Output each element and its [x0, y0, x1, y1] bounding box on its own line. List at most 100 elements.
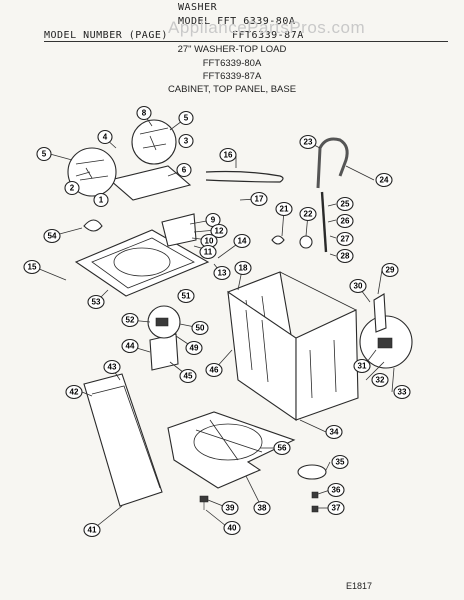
- cabinet-back-ribs: [309, 339, 337, 399]
- callout-bubble: [210, 223, 228, 239]
- callout-27: 27: [341, 235, 350, 244]
- callout-28: 28: [341, 252, 350, 261]
- drain-hose: [316, 137, 349, 189]
- lid: [108, 165, 192, 201]
- callout-18: 18: [239, 264, 248, 273]
- callout-bubble: [136, 105, 152, 121]
- callout-51: 51: [182, 292, 191, 301]
- callout-bubble: [299, 206, 317, 222]
- callout-bubble: [64, 180, 80, 196]
- hinge-detail-parts-right: [139, 127, 169, 151]
- front-panel-edge: [91, 385, 161, 489]
- control-bracket: [373, 293, 387, 333]
- top-panel: [74, 229, 210, 297]
- header-line-3-right: FFT6339-87A: [232, 30, 304, 41]
- callout-bubble: [176, 162, 192, 178]
- callout-23: 23: [304, 138, 313, 147]
- callout-2: 2: [70, 184, 75, 193]
- top-panel-rim: [91, 237, 195, 289]
- hinge-detail-parts: [75, 159, 109, 181]
- callout-31: 31: [358, 362, 367, 371]
- callout-29: 29: [386, 266, 395, 275]
- callout-25: 25: [341, 200, 350, 209]
- control-switch: [377, 337, 393, 349]
- callout-44: 44: [126, 342, 135, 351]
- hose-clamp: [271, 235, 285, 245]
- top-panel-opening: [113, 247, 171, 277]
- callout-4: 4: [103, 133, 108, 142]
- callout-40: 40: [228, 524, 237, 533]
- callout-bubble: [299, 134, 317, 150]
- header-line-3-left: MODEL NUMBER (PAGE): [44, 30, 168, 41]
- callout-11: 11: [204, 248, 213, 257]
- callout-bubble: [233, 233, 251, 249]
- callout-bubble: [234, 260, 252, 276]
- base-pump-mount: [193, 423, 263, 461]
- callout-bubble: [178, 133, 194, 149]
- callout-bubble: [177, 288, 195, 304]
- callout-8: 8: [142, 109, 147, 118]
- callout-bubble: [178, 110, 194, 126]
- callout-30: 30: [354, 282, 363, 291]
- lid-handle: [83, 219, 103, 232]
- fill-hose: [205, 170, 284, 183]
- cabinet-side-ribs: [245, 309, 269, 383]
- callout-1: 1: [99, 196, 104, 205]
- callout-bubble: [336, 248, 354, 264]
- base-ribs: [195, 419, 263, 461]
- callout-bubble: [393, 384, 411, 400]
- callout-24: 24: [380, 176, 389, 185]
- callout-bubble: [65, 384, 83, 400]
- diagram-title: 27" WASHER-TOP LOAD: [177, 44, 287, 55]
- callout-6: 6: [182, 166, 187, 175]
- callout-bubble: [371, 372, 389, 388]
- callout-17: 17: [255, 195, 264, 204]
- callout-bubble: [121, 312, 139, 328]
- callout-bubble: [199, 244, 217, 260]
- callout-bubble: [327, 500, 345, 516]
- callout-12: 12: [215, 227, 224, 236]
- tub-ring: [297, 464, 327, 480]
- callout-bubble: [375, 172, 393, 188]
- callout-38: 38: [258, 504, 267, 513]
- callout-21: 21: [280, 205, 289, 214]
- callout-33: 33: [398, 388, 407, 397]
- callout-bubble: [275, 201, 293, 217]
- callout-bubble: [353, 358, 371, 374]
- callout-bubble: [273, 440, 291, 456]
- callout-42: 42: [70, 388, 79, 397]
- callout-15: 15: [28, 263, 37, 272]
- callout-bubble: [179, 368, 197, 384]
- cabinet-top-edge: [279, 271, 357, 311]
- callout-5-left: 5: [42, 150, 47, 159]
- diagram-code: E1817: [346, 581, 373, 591]
- callout-3: 3: [184, 137, 189, 146]
- callout-54: 54: [48, 232, 57, 241]
- callout-32: 32: [376, 376, 385, 385]
- watermark: AppliancePartsPros.com: [168, 18, 366, 37]
- callout-bubble: [223, 520, 241, 536]
- callout-39: 39: [226, 504, 235, 513]
- front-panel: [83, 373, 163, 507]
- callout-bubble: [250, 191, 268, 207]
- callout-41: 41: [88, 526, 97, 535]
- header-rule: [44, 41, 448, 42]
- callout-13: 13: [218, 269, 227, 278]
- callout-22: 22: [304, 210, 313, 219]
- drain-hose-tube: [320, 191, 328, 253]
- callout-bubble: [83, 522, 101, 538]
- model-number-a: FFT6339-80A: [202, 58, 262, 69]
- callout-bubble: [43, 228, 61, 244]
- callout-bubble: [336, 213, 354, 229]
- callout-36: 36: [332, 486, 341, 495]
- callout-52: 52: [126, 316, 135, 325]
- callout-46: 46: [210, 366, 219, 375]
- callout-37: 37: [332, 504, 341, 513]
- callout-56: 56: [278, 444, 287, 453]
- callout-43: 43: [108, 363, 117, 372]
- callout-bubble: [23, 259, 41, 275]
- callout-bubble: [221, 500, 239, 516]
- callout-bubble: [327, 482, 345, 498]
- callout-bubble: [97, 129, 113, 145]
